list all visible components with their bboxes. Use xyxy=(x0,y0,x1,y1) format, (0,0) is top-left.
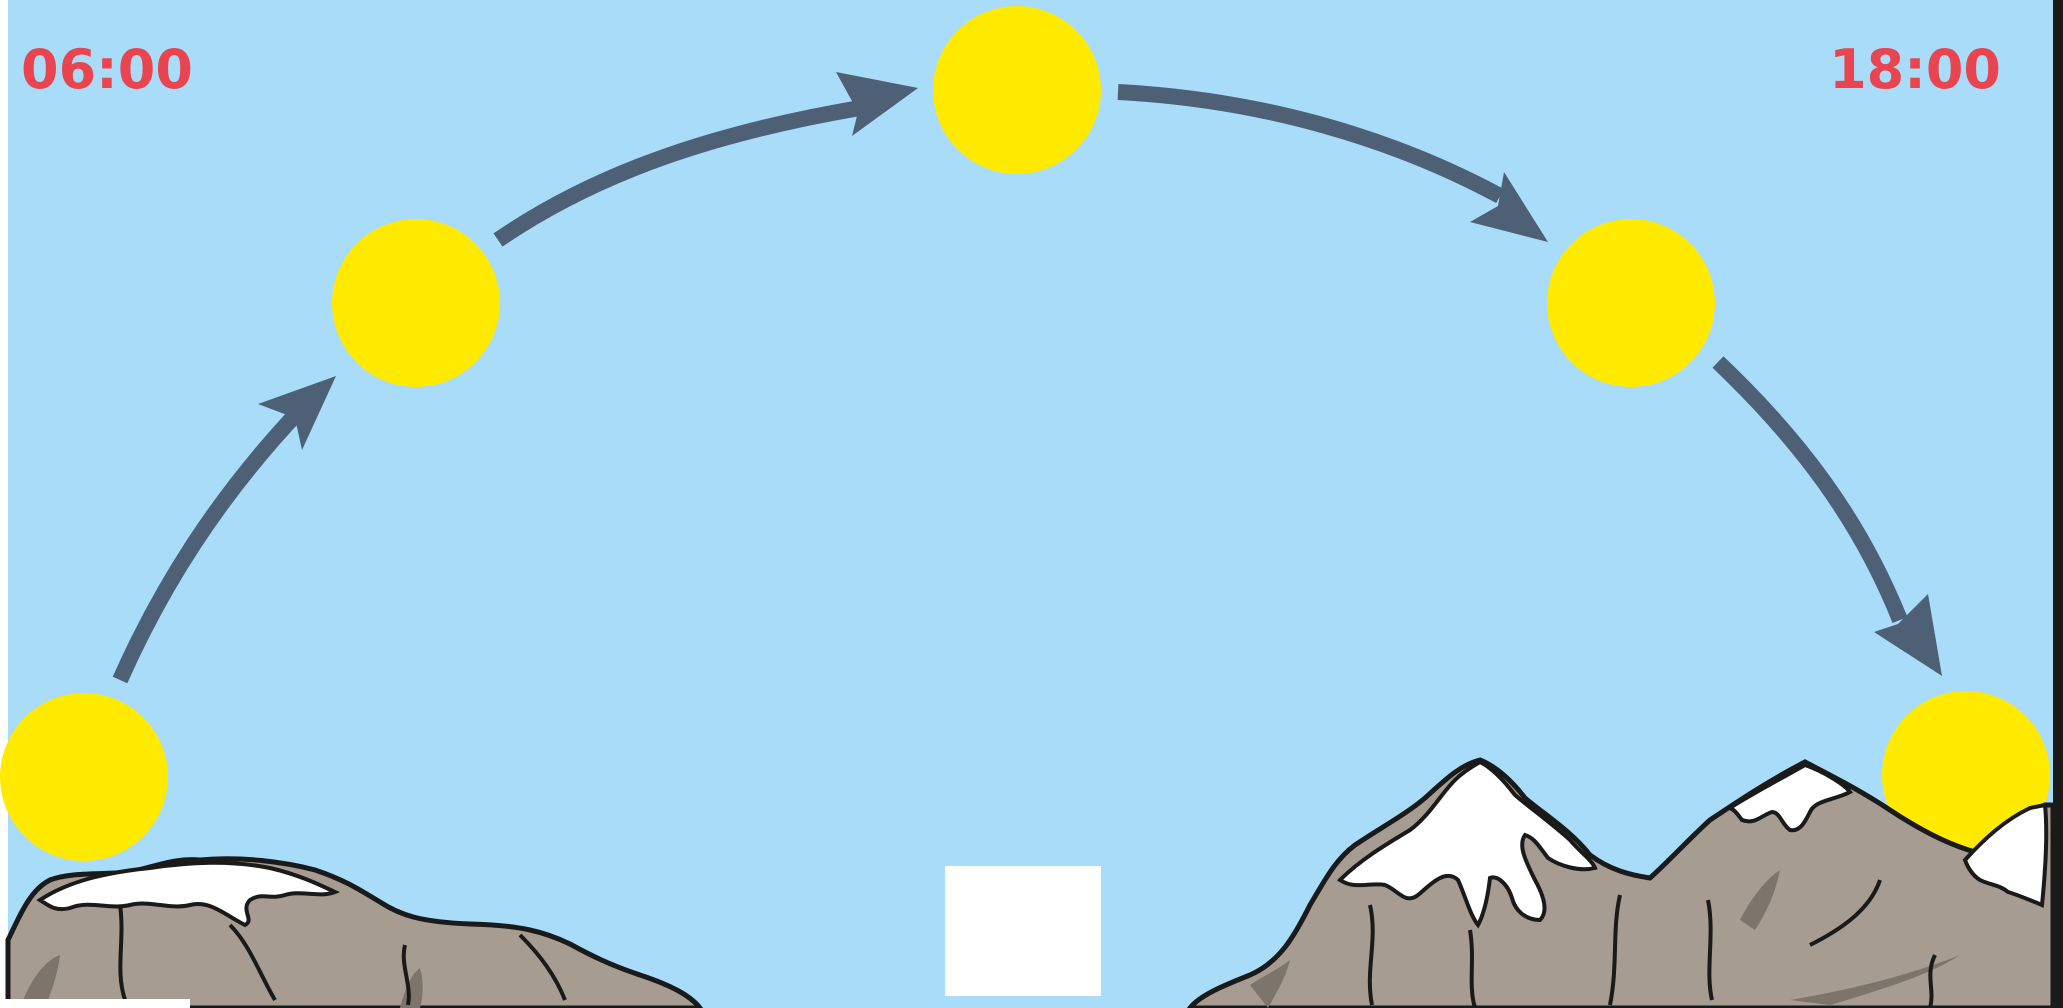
sun-afternoon xyxy=(1547,219,1715,387)
end-time-label: 18:00 xyxy=(1829,38,2001,101)
sun-sunrise xyxy=(0,693,168,861)
bottom-left-strip xyxy=(0,999,190,1008)
start-time-label: 06:00 xyxy=(21,38,193,101)
sun-noon xyxy=(933,6,1101,174)
answer-box[interactable] xyxy=(945,866,1101,996)
sun-morning xyxy=(332,219,500,387)
